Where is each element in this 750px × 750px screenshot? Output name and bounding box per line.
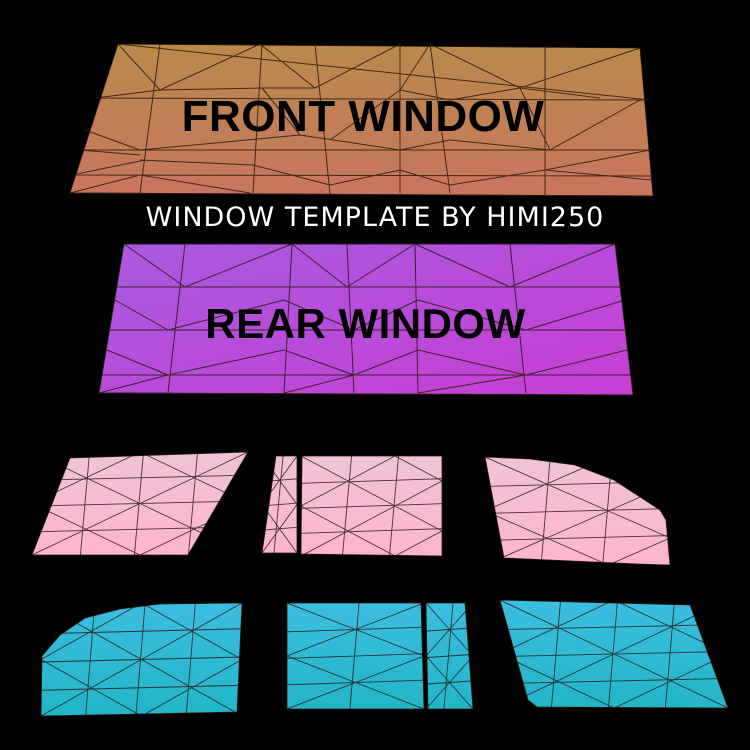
template-title: WINDOW TEMPLATE BY HIMI250 xyxy=(145,202,605,233)
front-window-mesh xyxy=(69,43,654,197)
side-window-front-quarter-cyan-mesh xyxy=(41,603,242,716)
rear-window-mesh xyxy=(98,243,634,396)
side-window-front-door-b-cyan-mesh xyxy=(426,603,473,709)
front-window-label: FRONT WINDOW xyxy=(181,92,545,141)
side-window-front-door-a-cyan-mesh xyxy=(287,603,424,709)
side-window-rear-door-b-pink-mesh xyxy=(301,456,442,556)
rear-window-label: REAR WINDOW xyxy=(205,300,526,347)
